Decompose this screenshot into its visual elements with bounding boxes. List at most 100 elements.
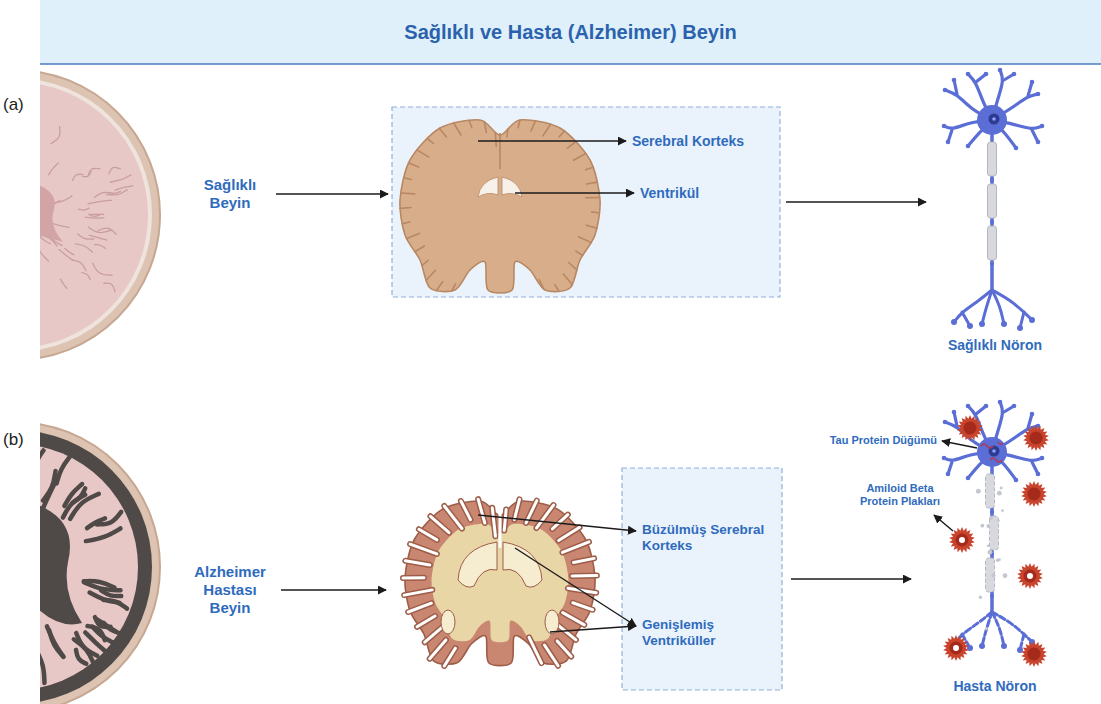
- title: Sağlıklı ve Hasta (Alzheimer) Beyin: [40, 20, 1101, 44]
- illustration-part: [979, 321, 985, 327]
- brain-section: [400, 120, 600, 293]
- brain-caption: Alzheimer Hastası Beyin: [185, 563, 275, 617]
- illustration-part: [966, 72, 971, 77]
- illustration-part: [40, 82, 148, 348]
- illustration-part: [552, 515, 567, 529]
- illustration-part: [405, 561, 429, 565]
- illustration-part: [991, 573, 995, 577]
- illustration-part: [990, 458, 1002, 462]
- illustration-part: [587, 182, 598, 184]
- illustration-part: [51, 126, 60, 143]
- illustration-part: [998, 442, 1003, 444]
- illustration-part: [562, 542, 589, 553]
- amyloid-plaque: [957, 415, 983, 441]
- illustration-part: [998, 68, 1003, 73]
- illustration-part: [943, 88, 948, 93]
- illustration-part: [101, 590, 121, 596]
- illustration-part: [441, 610, 455, 634]
- illustration-part: [60, 279, 66, 288]
- illustration-part: [1017, 563, 1043, 589]
- arrow-connector: [276, 193, 388, 195]
- node-label: Büzülmüş Serebral Korteks: [642, 522, 782, 554]
- leader-arrow: [515, 548, 636, 626]
- illustration-part: [1021, 641, 1047, 667]
- illustration-part: [405, 561, 429, 565]
- illustration-part: [419, 529, 437, 540]
- illustration-part: [43, 471, 55, 501]
- illustration-part: [88, 214, 100, 216]
- illustration-part: [82, 171, 91, 177]
- illustration-part: [942, 456, 947, 461]
- illustration-part: [93, 263, 112, 275]
- illustration-part: [997, 519, 1000, 522]
- illustration-part: [998, 400, 1003, 405]
- illustration-part: [109, 167, 120, 173]
- illustration-part: [563, 613, 585, 625]
- illustration-part: [989, 516, 993, 520]
- leader-arrow: [478, 515, 636, 531]
- illustration-part: [953, 645, 959, 651]
- illustration-part: [40, 422, 160, 704]
- illustration-part: [1017, 325, 1023, 331]
- illustration-part: [998, 558, 1001, 561]
- illustration-part: [404, 590, 432, 595]
- illustration-part: [957, 415, 983, 441]
- illustration-part: [89, 235, 106, 240]
- illustration-part: [984, 404, 989, 409]
- illustration-part: [98, 228, 116, 234]
- node-label: Hasta Nöron: [915, 678, 1075, 695]
- illustration-part: [986, 524, 990, 528]
- illustration-part: [40, 430, 152, 704]
- illustration-part: [417, 150, 429, 157]
- illustration-part: [557, 641, 571, 657]
- illustration-part: [49, 163, 59, 175]
- illustration-part: [586, 167, 594, 170]
- illustration-part: [990, 510, 994, 514]
- illustration-part: [967, 323, 973, 329]
- illustration-part: [555, 285, 559, 292]
- illustration-part: [430, 516, 449, 532]
- illustration-part: [976, 489, 981, 494]
- illustration-part: [545, 610, 559, 634]
- illustration-part: [1036, 472, 1041, 477]
- healthy-neuron-box: Sağlıklı Nöron: [930, 75, 1060, 360]
- illustration-part: [946, 472, 951, 477]
- illustration-part: [484, 122, 486, 133]
- node-label: Ventrikül: [640, 185, 699, 202]
- illustration-part: [572, 573, 597, 579]
- illustration-part: [946, 140, 951, 145]
- illustration-part: [544, 645, 558, 666]
- illustration-part: [405, 501, 595, 665]
- illustration-part: [997, 491, 1002, 496]
- illustration-part: [410, 544, 437, 554]
- illustration-part: [400, 120, 600, 293]
- brain-section-panel: Büzülmüş Serebral KorteksGenişlemiş Vent…: [390, 466, 785, 692]
- node-label: Sağlıklı Beyin: [190, 176, 270, 212]
- illustration-part: [1001, 643, 1007, 649]
- diseased-neuron-box: Tau Protein DüğümüAmiloid Beta Protein P…: [915, 400, 1075, 700]
- illustration-part: [1030, 412, 1035, 417]
- illustration-part: [1028, 488, 1041, 501]
- illustration-part: [990, 594, 994, 598]
- illustration-part: [499, 514, 502, 548]
- illustration-part: [518, 120, 520, 128]
- illustration-part: [964, 422, 977, 435]
- illustration-part: [107, 191, 121, 194]
- illustration-part: [573, 603, 593, 610]
- illustration-part: [569, 262, 577, 269]
- healthy-neuron: [942, 68, 1045, 331]
- illustration-part: [572, 574, 597, 577]
- illustration-part: [444, 648, 455, 666]
- illustration-part: [47, 626, 63, 656]
- illustration-part: [65, 248, 74, 254]
- illustration-part: [987, 545, 989, 547]
- amyloid-plaque: [943, 635, 969, 661]
- illustration-part: [417, 616, 435, 627]
- illustration-part: [409, 163, 419, 167]
- illustration-part: [1012, 72, 1017, 77]
- illustration-part: [1030, 432, 1043, 445]
- illustration-part: [563, 274, 572, 285]
- illustration-part: [989, 446, 1000, 457]
- illustration-part: [499, 133, 501, 169]
- illustration-part: [1021, 481, 1047, 507]
